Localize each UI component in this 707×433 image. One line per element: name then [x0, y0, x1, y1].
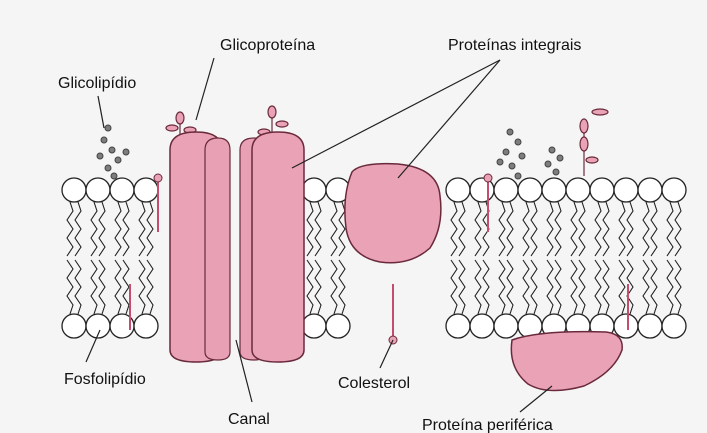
label-proteina-periferica: Proteína periférica [422, 417, 553, 433]
phospholipid-head [446, 178, 470, 202]
phospholipid-head [638, 314, 662, 338]
phospholipid-head [470, 314, 494, 338]
phospholipid-head [566, 178, 590, 202]
phospholipid-head [302, 314, 326, 338]
phospholipid-head [62, 178, 86, 202]
phospholipid-head [638, 178, 662, 202]
phospholipid-head [542, 178, 566, 202]
label-fosfolipidio: Fosfolipídio [64, 371, 146, 388]
label-glicoproteina: Glicoproteína [220, 37, 315, 54]
phospholipid-head [134, 178, 158, 202]
phospholipid-head [590, 178, 614, 202]
phospholipid-head [614, 314, 638, 338]
phospholipid-head [518, 178, 542, 202]
integral-protein [345, 164, 441, 263]
phospholipid-head [614, 178, 638, 202]
phospholipid-head [302, 178, 326, 202]
phospholipid-head [494, 178, 518, 202]
phospholipid-head [110, 178, 134, 202]
phospholipid-head [494, 314, 518, 338]
phospholipid-head [134, 314, 158, 338]
label-canal: Canal [228, 411, 270, 428]
phospholipid-head [62, 314, 86, 338]
phospholipid-head [662, 178, 686, 202]
label-proteinas-integrais: Proteínas integrais [448, 37, 581, 54]
phospholipid-head [662, 314, 686, 338]
phospholipid-head [326, 314, 350, 338]
phospholipid-head [446, 314, 470, 338]
label-colesterol: Colesterol [338, 375, 410, 392]
phospholipid-head [86, 178, 110, 202]
label-glicolipidio: Glicolipídio [58, 75, 136, 92]
